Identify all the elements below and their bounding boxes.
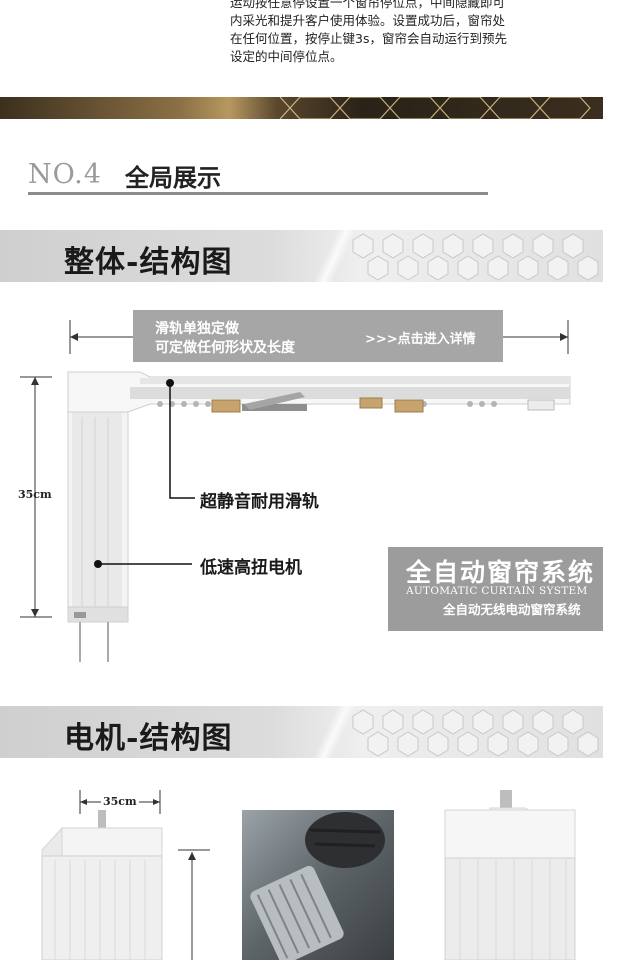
overall-structure-band: 整体-结构图 [0,230,603,282]
badge-english: AUTOMATIC CURTAIN SYSTEM [406,585,588,597]
section-title: 全局展示 [125,163,221,192]
rail-callout: 超静音耐用滑轨 [200,492,319,512]
intro-line: 运动按任意停设置一个窗帘停位点，中间隐藏即可 [230,0,506,10]
rail-custom-line1: 滑轨单独定做 [155,321,239,337]
overall-structure-diagram [20,320,571,662]
width-dimension-label: 35cm [101,795,139,808]
auto-curtain-badge: 全自动窗帘系统 AUTOMATIC CURTAIN SYSTEM 全自动无线电动… [388,547,603,631]
hexagon-pattern-icon [279,97,591,119]
badge-subtitle: 全自动无线电动窗帘系统 [443,602,581,617]
details-link[interactable]: >>>点击进入详情 [365,332,476,347]
intro-paragraph: 运动按任意停设置一个窗帘停位点，中间隐藏即可 内采光和提升客户使用体验。设置成功… [230,0,560,66]
section-underline [28,192,488,195]
motor-callout: 低速高扭电机 [200,558,302,578]
intro-line: 设定的中间停位点。 [230,49,343,64]
overall-structure-title: 整体-结构图 [64,245,233,280]
badge-title: 全自动窗帘系统 [406,558,596,587]
rail-custom-label: 滑轨单独定做 可定做任何形状及长度 >>>点击进入详情 [133,310,503,362]
section-number: NO.4 [28,159,102,190]
rail-custom-line2: 可定做任何形状及长度 [155,340,295,356]
motor-structure-images [41,790,576,960]
motor-structure-title: 电机-结构图 [64,721,233,756]
intro-line: 内采光和提升客户使用体验。设置成功后，窗帘处 [230,13,506,28]
hexagon-pattern-icon [352,709,599,757]
motor-structure-band: 电机-结构图 [0,706,603,758]
intro-line: 在任何位置，按停止键3s，窗帘会自动运行到预先 [230,31,507,46]
hexagon-pattern-icon [352,233,599,281]
gold-divider-band [0,97,603,119]
height-dimension-label: 35cm [18,488,52,501]
